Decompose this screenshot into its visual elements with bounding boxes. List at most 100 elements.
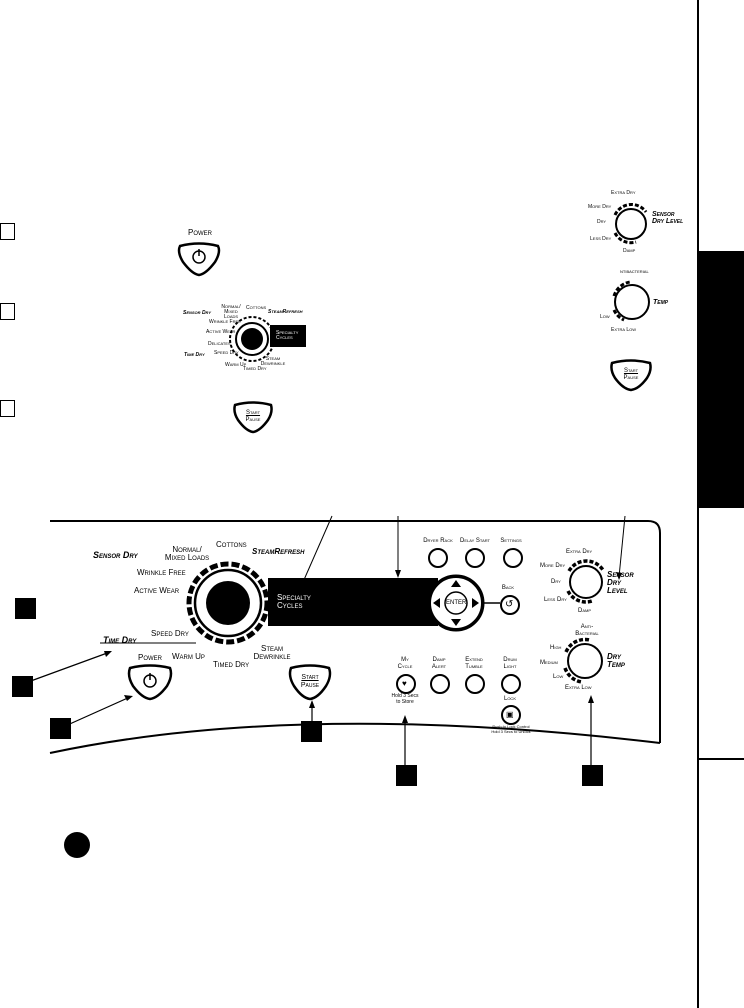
top-sensor-level-1: More Dry: [588, 204, 612, 210]
temp-level-anti: Anti-: [580, 624, 594, 630]
enter-button[interactable]: ENTER: [446, 600, 467, 606]
top-temp-level-1: Low: [600, 314, 610, 320]
cycle-selector-knob[interactable]: [189, 564, 267, 642]
top-power-label: Power: [187, 228, 212, 237]
sensor-level-less-dry: Less Dry: [544, 597, 567, 603]
specialty-cycles-label-1: Specialty: [277, 593, 311, 602]
top-right-pause-label: Pause: [623, 375, 639, 381]
start-label: Start: [301, 674, 319, 681]
drum-light-label-2: Light: [503, 664, 517, 670]
temp-level-high: High: [550, 645, 562, 651]
normal-mixed-label-1: Normal/: [172, 545, 202, 554]
power-button[interactable]: [130, 666, 170, 700]
top-temp-title: Temp: [653, 299, 669, 306]
dryer-rack-button[interactable]: [428, 548, 448, 568]
damp-alert-label-2: Alert: [431, 664, 447, 670]
sensor-title-2: Dry: [607, 578, 622, 587]
top-warm-up-label: Warm Up: [225, 362, 247, 368]
wrinkle-free-label: Wrinkle Free: [137, 568, 186, 577]
top-temp-level-2: Extra Low: [611, 327, 637, 333]
top-wrinkle-free-label: Wrinkle Free: [209, 319, 241, 325]
hold-store-note-1: Hold 3 Secs: [391, 693, 419, 699]
back-button[interactable]: ↺: [500, 595, 520, 615]
time-dry-label: Time Dry: [103, 635, 137, 645]
lock-button[interactable]: ▣: [501, 705, 521, 725]
callout-marker-1: [15, 598, 36, 619]
lock-note-2: Hold 3 Secs to Unlock: [491, 729, 531, 734]
callout-marker-4: [301, 721, 322, 742]
display-screen: [268, 578, 430, 626]
callout-marker-6: [582, 765, 603, 786]
top-active-wear-label: Active Wear: [206, 329, 236, 335]
top-sensor-level-3: Less Dry: [590, 236, 612, 242]
delay-start-button[interactable]: [465, 548, 485, 568]
specialty-cycles-label-2: Cycles: [277, 601, 303, 610]
sensor-level-more-dry: More Dry: [540, 563, 566, 569]
delay-start-label: Delay Start: [459, 538, 490, 544]
step-box-1: [0, 223, 15, 240]
dry-temp-knob[interactable]: [568, 644, 602, 678]
temp-level-bacterial: Bacterial: [575, 631, 599, 637]
active-wear-label: Active Wear: [134, 586, 180, 595]
power-label: Power: [137, 653, 162, 662]
callout-marker-2: [12, 676, 33, 697]
extend-tumble-button[interactable]: [465, 674, 485, 694]
my-cycle-label-2: Cycle: [397, 664, 413, 670]
speed-dry-label: Speed Dry: [151, 629, 189, 638]
drum-light-label-1: Drum: [503, 657, 517, 663]
top-cottons-label: Cottons: [246, 305, 267, 311]
damp-alert-label-1: Damp: [432, 657, 446, 663]
normal-mixed-label-2: Mixed Loads: [164, 553, 210, 562]
top-time-dry-label: Time Dry: [184, 352, 205, 358]
cottons-label: Cottons: [216, 540, 247, 549]
pause-label: Pause: [300, 682, 320, 689]
lock-icon: ▣: [506, 710, 514, 719]
top-sensor-level-0: Extra Dry: [611, 190, 636, 196]
tab-segment-3: [699, 508, 744, 760]
top-timed-dry-label: Timed Dry: [243, 366, 267, 372]
heart-icon: ♥: [402, 679, 407, 688]
my-cycle-button[interactable]: ♥: [396, 674, 416, 694]
top-pause-label: Pause: [245, 417, 261, 423]
top-sensor-dry-label: Sensor Dry: [183, 310, 212, 316]
sensor-dry-label: Sensor Dry: [93, 550, 138, 560]
top-speed-dry-label: Speed Dry: [214, 350, 239, 356]
callout-marker-3: [50, 718, 71, 739]
extend-tumble-label-1: Extend: [465, 657, 483, 663]
step-box-2: [0, 303, 15, 320]
settings-button[interactable]: [503, 548, 523, 568]
settings-label: Settings: [500, 538, 522, 544]
temp-level-extra-low: Extra Low: [565, 685, 592, 691]
tab-segment-active: [699, 253, 744, 508]
callout-marker-5: [396, 765, 417, 786]
temp-title-1: Dry: [607, 652, 622, 661]
sensor-level-extra-dry: Extra Dry: [566, 549, 593, 555]
back-label: Back: [501, 585, 515, 591]
warm-up-label: Warm Up: [172, 652, 205, 661]
my-cycle-label-1: My: [401, 657, 409, 663]
tab-segment-1: [699, 0, 744, 253]
sensor-level-dry: Dry: [551, 579, 561, 585]
top-start-label: Start: [245, 410, 261, 416]
top-normal-mixed-label: Normal/ Mixed Loads: [221, 304, 241, 320]
bullet-circle: [64, 832, 90, 858]
timed-dry-label: Timed Dry: [213, 660, 250, 669]
lock-label: Lock: [503, 696, 516, 702]
sensor-level-damp: Damp: [578, 608, 592, 614]
top-steam-dewrinkle-label: Steam Dewrinkle: [260, 356, 286, 367]
steam-dewrinkle-label-1: Steam: [260, 644, 283, 653]
sensor-title-3: Level: [607, 586, 628, 595]
dryer-rack-label: Dryer Rack: [423, 538, 453, 544]
damp-alert-button[interactable]: [430, 674, 450, 694]
temp-level-medium: Medium: [540, 660, 558, 666]
extend-tumble-label-2: Tumble: [465, 664, 483, 670]
drum-light-button[interactable]: [501, 674, 521, 694]
top-steam-refresh-label: SteamRefresh: [268, 309, 303, 315]
sensor-dry-level-knob[interactable]: [570, 566, 602, 598]
top-sensor-level-4: Damp: [623, 248, 636, 254]
top-delicates-label: Delicates: [208, 341, 231, 347]
top-temp-level-0: ntibacterial: [620, 269, 649, 275]
top-sensor-level-2: Dry: [597, 219, 607, 225]
hold-store-note-2: to Store: [396, 699, 414, 705]
temp-title-2: Temp: [607, 660, 625, 669]
